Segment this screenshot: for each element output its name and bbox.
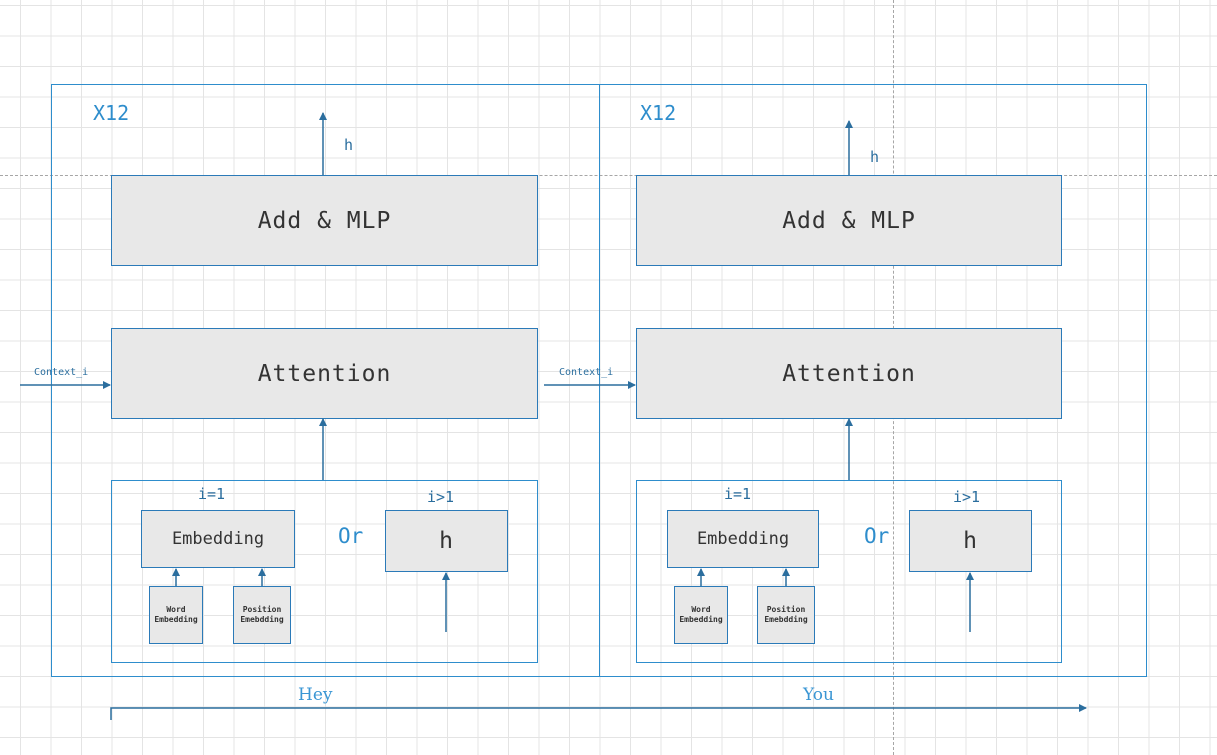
embedding-box-2[interactable]: Embedding	[667, 510, 819, 568]
context-label-1: Context_i	[34, 367, 89, 378]
input-frame-1[interactable]	[111, 480, 538, 663]
position-embedding-box-2[interactable]: Position Emebdding	[757, 586, 815, 644]
word-embedding-box-2[interactable]: Word Embedding	[674, 586, 728, 644]
output-h-label-1: h	[344, 136, 354, 154]
first-step-label-1: i=1	[198, 485, 226, 503]
token-label-2: You	[803, 685, 834, 705]
time-axis-arrow	[110, 704, 1087, 720]
input-frame-2[interactable]	[636, 480, 1062, 663]
or-label-2: Or	[864, 524, 890, 548]
position-embedding-box-1[interactable]: Position Emebdding	[233, 586, 291, 644]
hidden-h-box-2[interactable]: h	[909, 510, 1032, 572]
first-step-label-2: i=1	[724, 485, 752, 503]
word-embedding-box-1[interactable]: Word Embedding	[149, 586, 203, 644]
repeat-label-1: X12	[93, 101, 130, 125]
add-mlp-box-2[interactable]: Add & MLP	[636, 175, 1062, 266]
embedding-box-1[interactable]: Embedding	[141, 510, 295, 568]
repeat-label-2: X12	[640, 101, 677, 125]
add-mlp-box-1[interactable]: Add & MLP	[111, 175, 538, 266]
attention-box-2[interactable]: Attention	[636, 328, 1062, 419]
context-label-2: Context_i	[559, 367, 614, 378]
horizontal-guide-line	[0, 175, 1217, 176]
or-label-1: Or	[338, 524, 364, 548]
outer-frame-2[interactable]	[599, 84, 1147, 677]
hidden-h-box-1[interactable]: h	[385, 510, 508, 572]
later-step-label-1: i>1	[427, 488, 455, 506]
output-h-label-2: h	[870, 148, 880, 166]
later-step-label-2: i>1	[953, 488, 981, 506]
token-label-1: Hey	[298, 685, 333, 705]
